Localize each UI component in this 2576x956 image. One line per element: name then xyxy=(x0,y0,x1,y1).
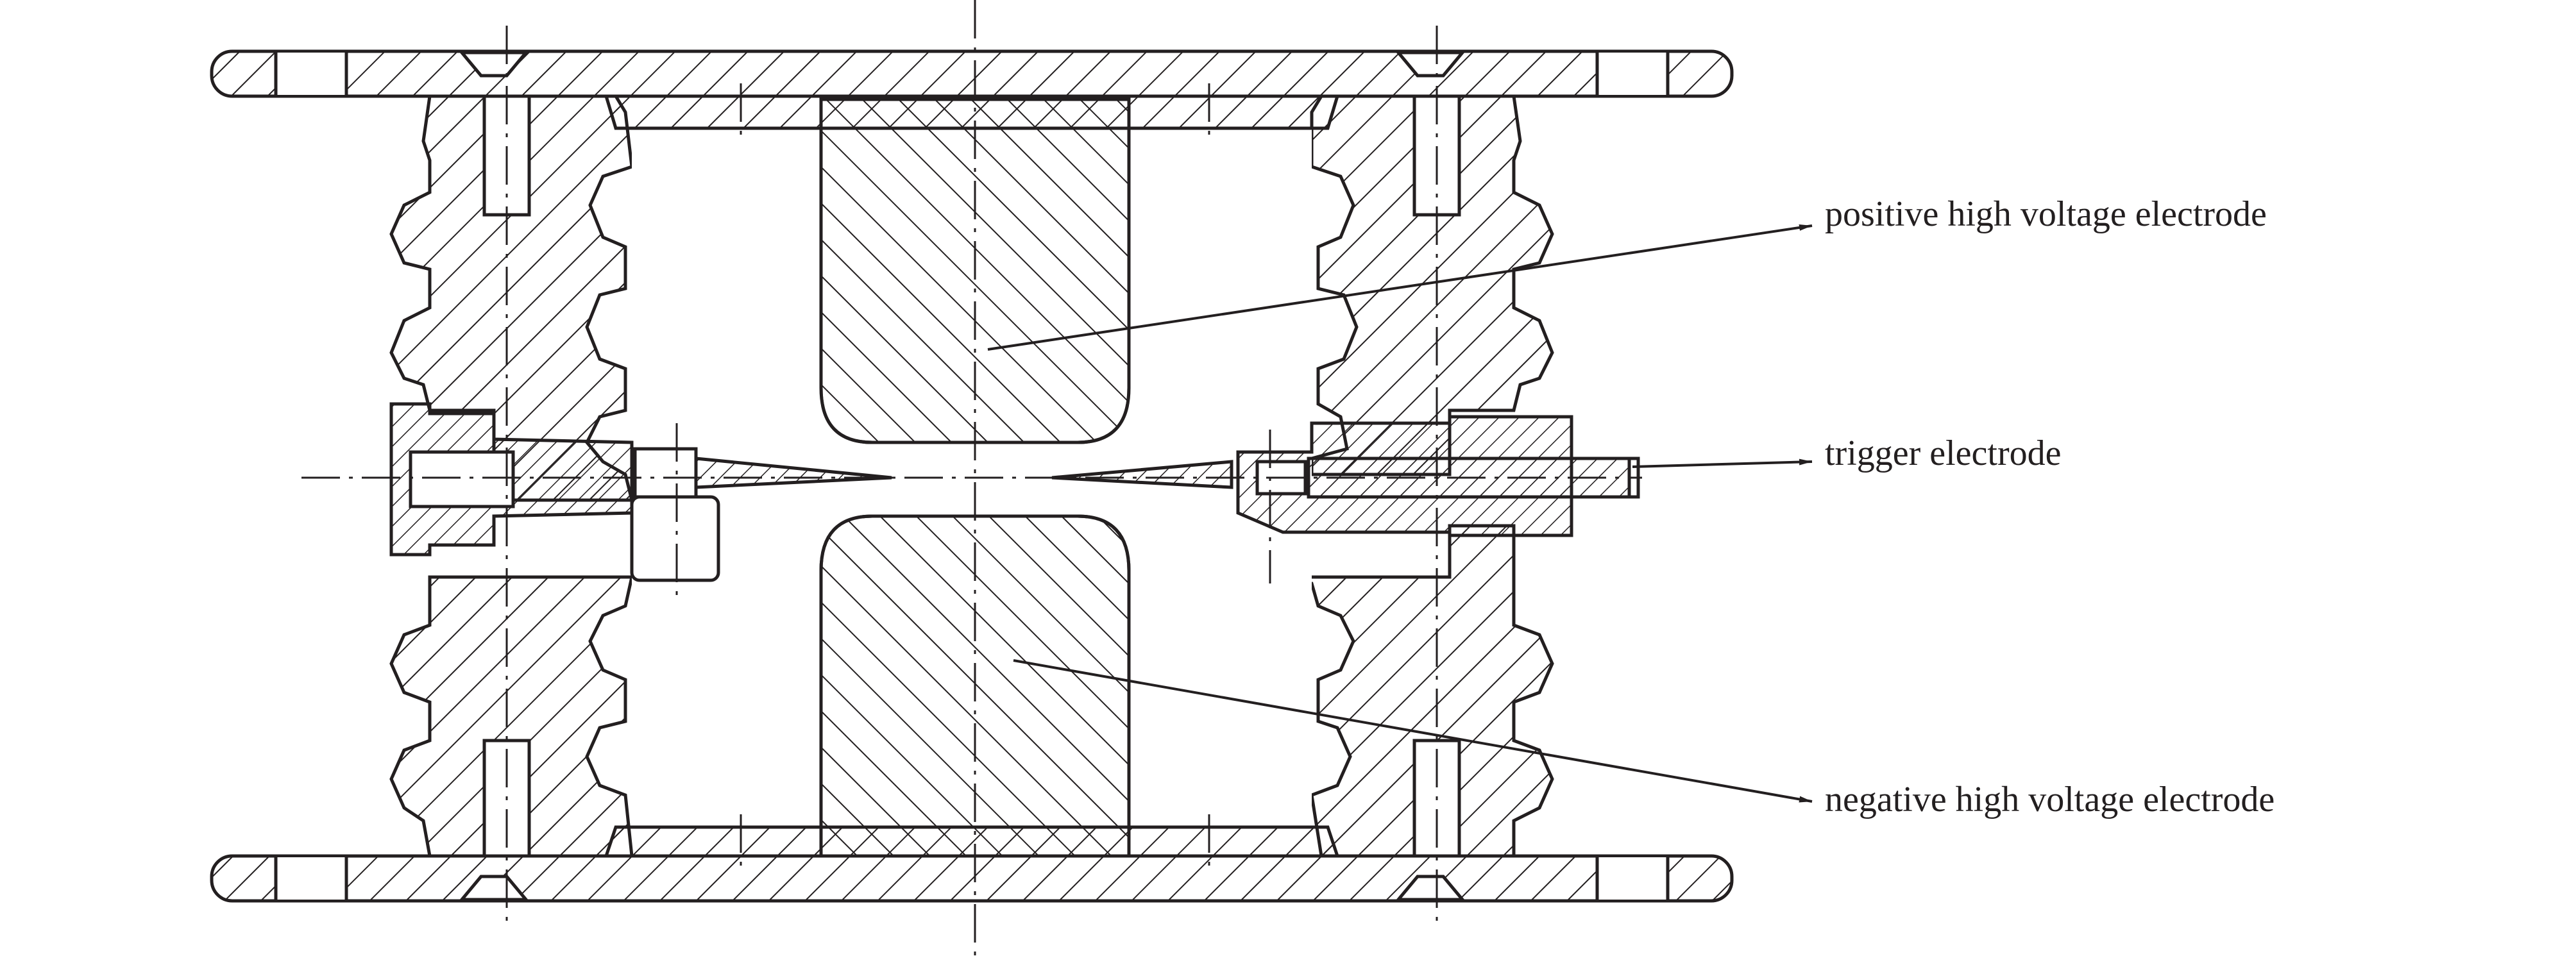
bottom-plate xyxy=(210,854,1734,903)
label-trigger-electrode: trigger electrode xyxy=(1825,433,2061,473)
negative-leader xyxy=(1013,659,1813,803)
positive-leader xyxy=(987,224,1813,351)
centre-lines xyxy=(301,0,1642,956)
label-negative-electrode: negative high voltage electrode xyxy=(1825,780,2275,819)
top-plate xyxy=(210,49,1734,98)
label-positive-electrode: positive high voltage electrode xyxy=(1825,194,2267,234)
trigger-leader xyxy=(1632,458,1813,468)
